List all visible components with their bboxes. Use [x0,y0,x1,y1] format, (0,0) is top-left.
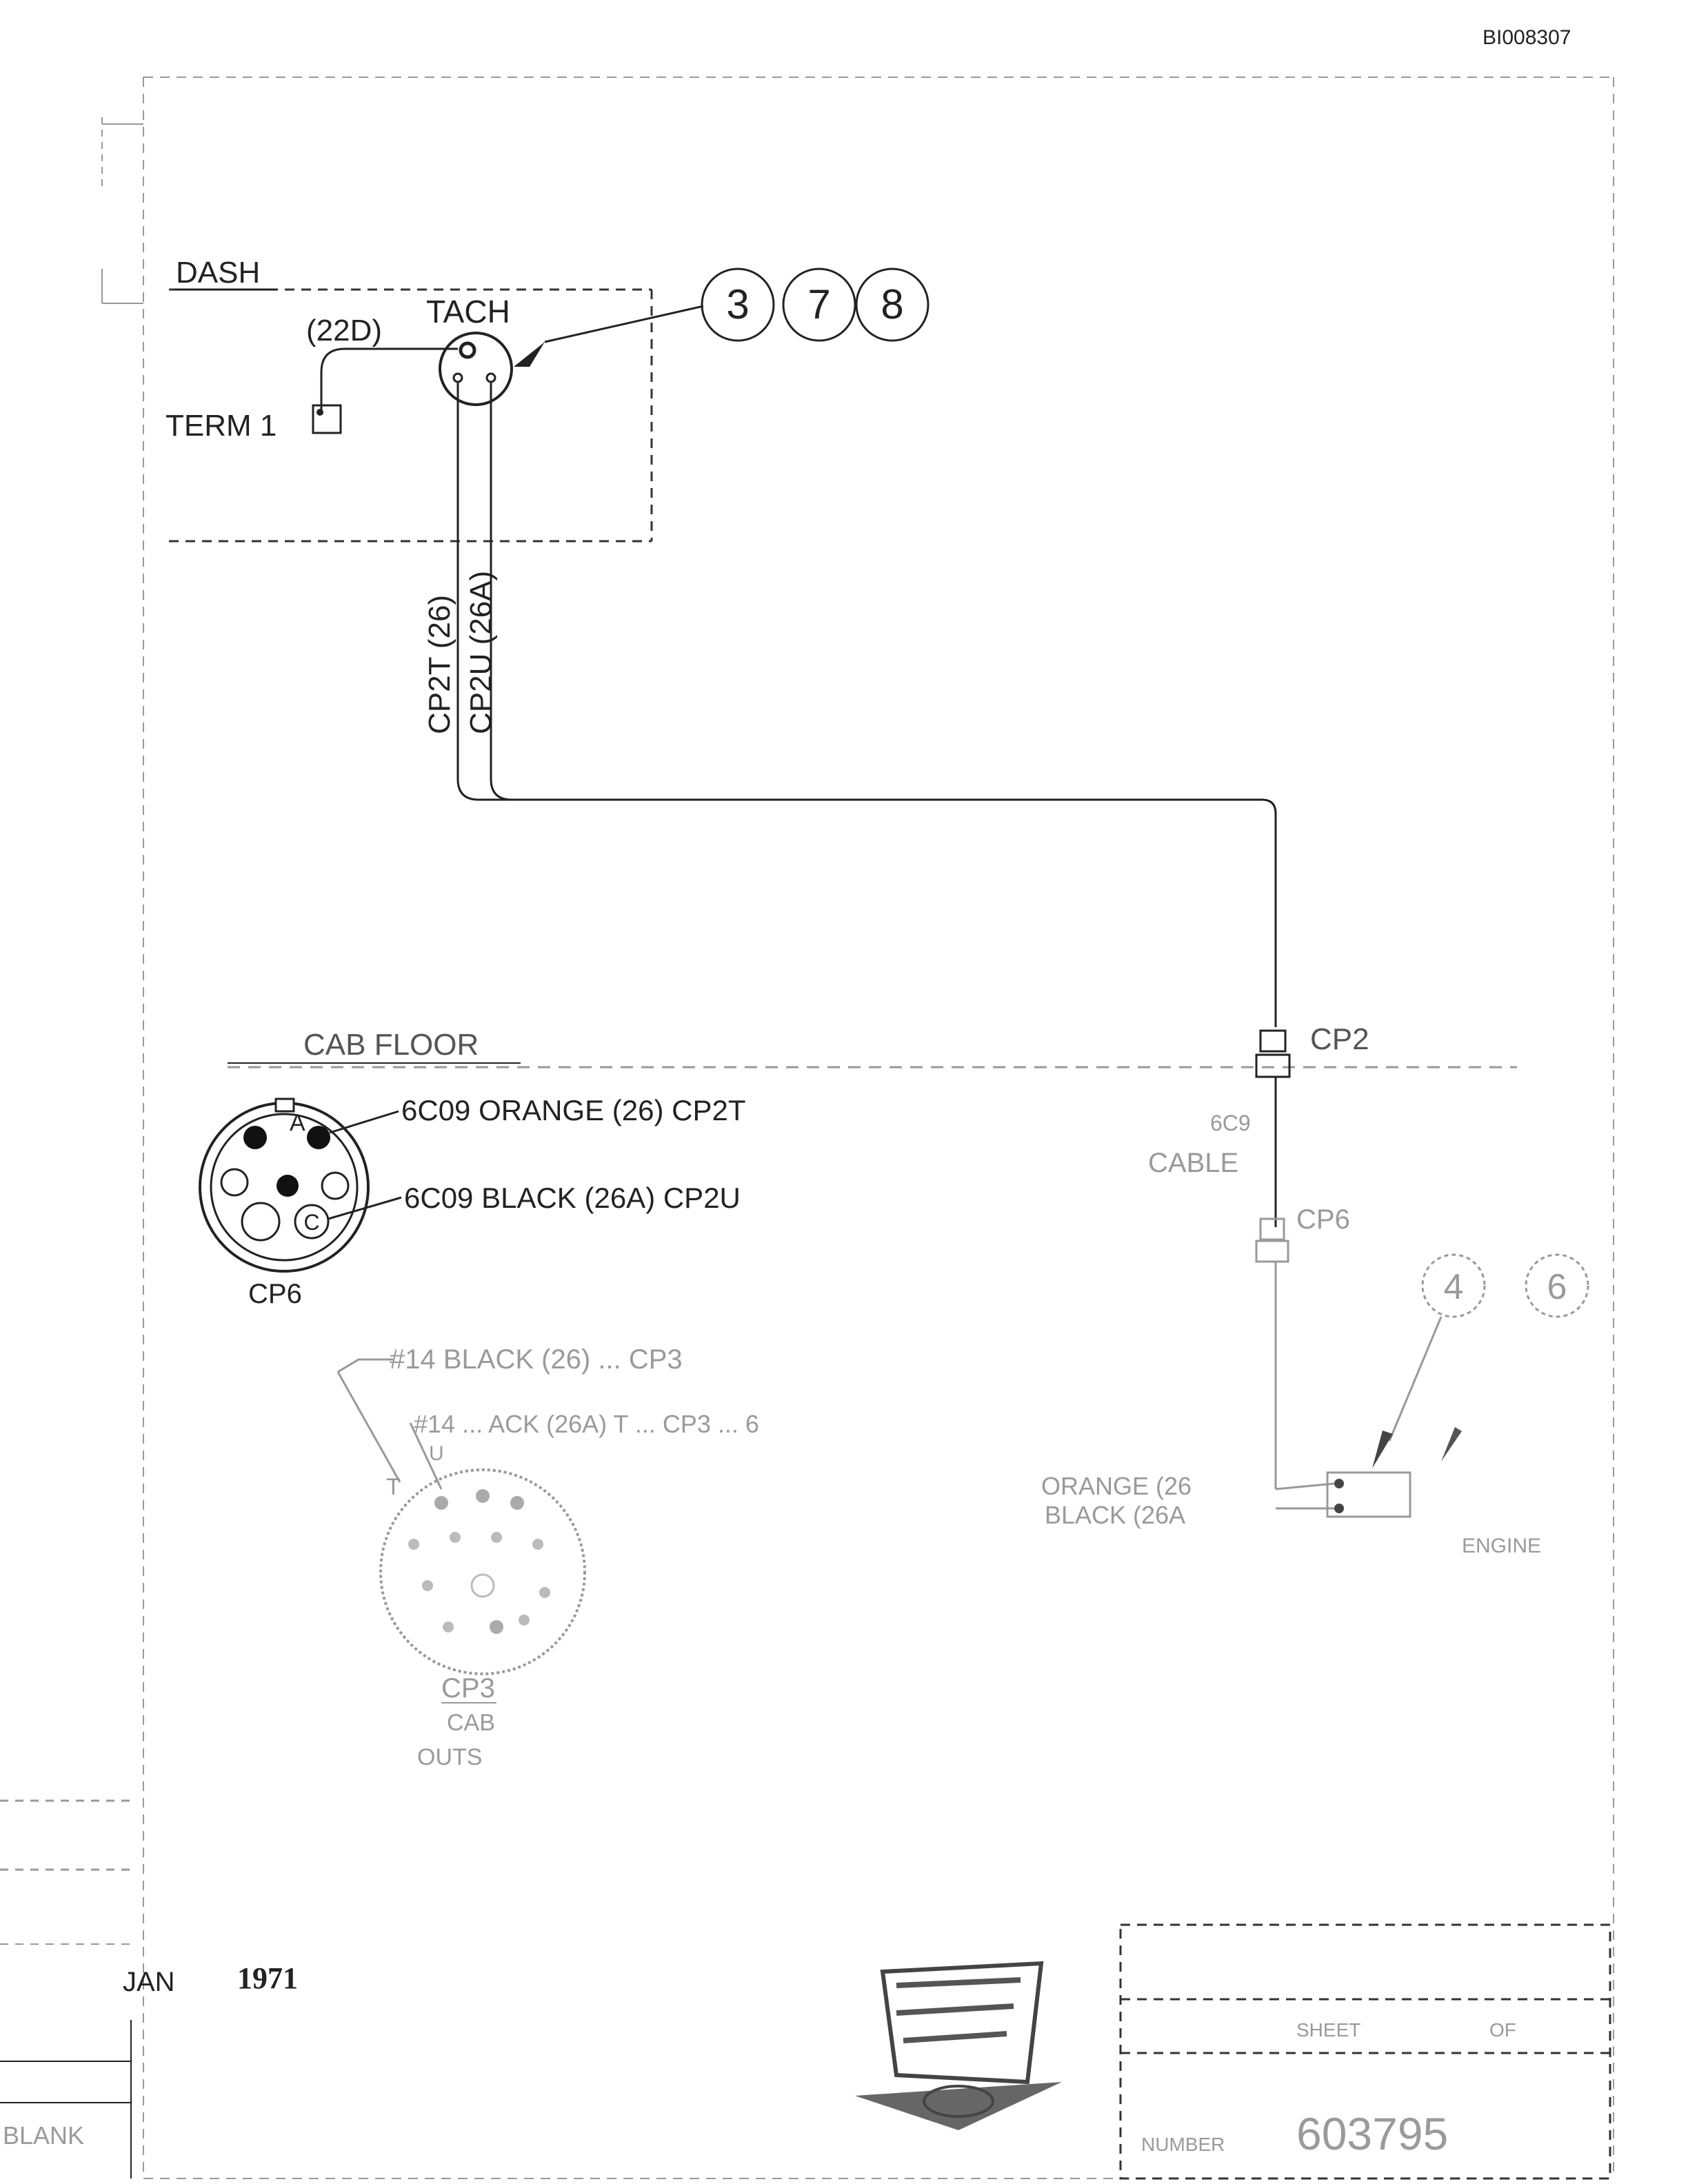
cp3-label: CP3 [441,1673,495,1703]
cp3-pin-u: U [429,1442,444,1465]
cp3-black1-callout: #14 BLACK (26) ... CP3 [390,1344,683,1375]
number-label: NUMBER [1141,2134,1225,2155]
left-margin-marks: BLANK [0,1799,132,2178]
cp3-sub2: OUTS [417,1744,482,1770]
tach-wire-run: CP2T (26) CP2U (26A) [423,382,1277,1027]
date-year: 1971 [237,1961,298,1995]
term-label: TERM 1 [165,409,277,443]
wire-cp2t-label: CP2T (26) [423,595,456,734]
cp2-label: CP2 [1310,1022,1369,1056]
sheet-label: SHEET [1296,2019,1360,2041]
cab-floor-label: CAB FLOOR [303,1028,479,1062]
reference-circles: 3 7 8 [701,267,930,342]
date-month: JAN [123,1967,175,1997]
engine-ref-circle-6: 6 [1547,1267,1567,1307]
cp3-sub1: CAB [447,1710,495,1736]
cp2-connector: CP2 6C9 CABLE [1148,1022,1369,1227]
cp6-label: CP6 [248,1279,302,1309]
left-stamp-label: BLANK [3,2121,84,2150]
drawing-date: JAN 1971 [123,1961,298,1997]
tach-arrow-icon [514,342,545,367]
dash-label: DASH [176,256,260,290]
reference-leader [544,305,704,343]
dash-box: DASH [169,256,653,543]
cable-gauge-label: 6C9 [1210,1111,1251,1135]
ref-circle-7: 7 [807,281,830,327]
engine-black-callout: BLACK (26A [1045,1501,1185,1529]
cp6-orange-callout: 6C09 ORANGE (26) CP2T [401,1094,746,1126]
term-1: TERM 1 [165,347,458,443]
cp6-pin-c: C [303,1210,319,1235]
cab-floor: CAB FLOOR [228,1028,1517,1069]
of-label: OF [1489,2019,1516,2041]
cp6-black-callout: 6C09 BLACK (26A) CP2U [404,1182,741,1214]
tach-gauge: TACH (22D) [306,294,545,406]
wire-22d-label: (22D) [306,314,382,347]
engine-ref-circle-4: 4 [1444,1267,1464,1307]
title-block: SHEET OF NUMBER 603795 [1119,1923,1611,2180]
drawing-border [101,77,1614,2179]
engine-label: ENGINE [1462,1535,1541,1557]
cable-label: CABLE [1148,1148,1238,1178]
approval-stamp-icon [855,1961,1062,2130]
ref-circle-8: 8 [881,281,903,327]
cp3-black2-callout: #14 ... ACK (26A) T ... CP3 ... 6 [414,1410,759,1438]
document-id: BI008307 [1483,26,1571,49]
cp6-connector-face: A C CP6 6C09 ORANGE (26) CP2T 6C09 BLACK… [199,1094,746,1309]
drawing-number: 603795 [1296,2108,1448,2159]
engine-orange-callout: ORANGE (26 [1041,1472,1192,1500]
cp3-pin-t: T [386,1474,401,1500]
ref-circle-3: 3 [726,281,749,327]
cp6-cable-connector: CP6 [1255,1204,1350,1489]
wire-cp2u-label: CP2U (26A) [464,571,498,734]
cp6-upper-label: CP6 [1296,1204,1350,1235]
engine-area: 4 6 ORANGE (26 BLACK (26A ENGINE [1041,1253,1589,1557]
cp6-pin-a: A [290,1110,305,1136]
cp3-connector-face: #14 BLACK (26) ... CP3 #14 ... ACK (26A)… [336,1344,759,1770]
tach-label: TACH [426,294,510,330]
